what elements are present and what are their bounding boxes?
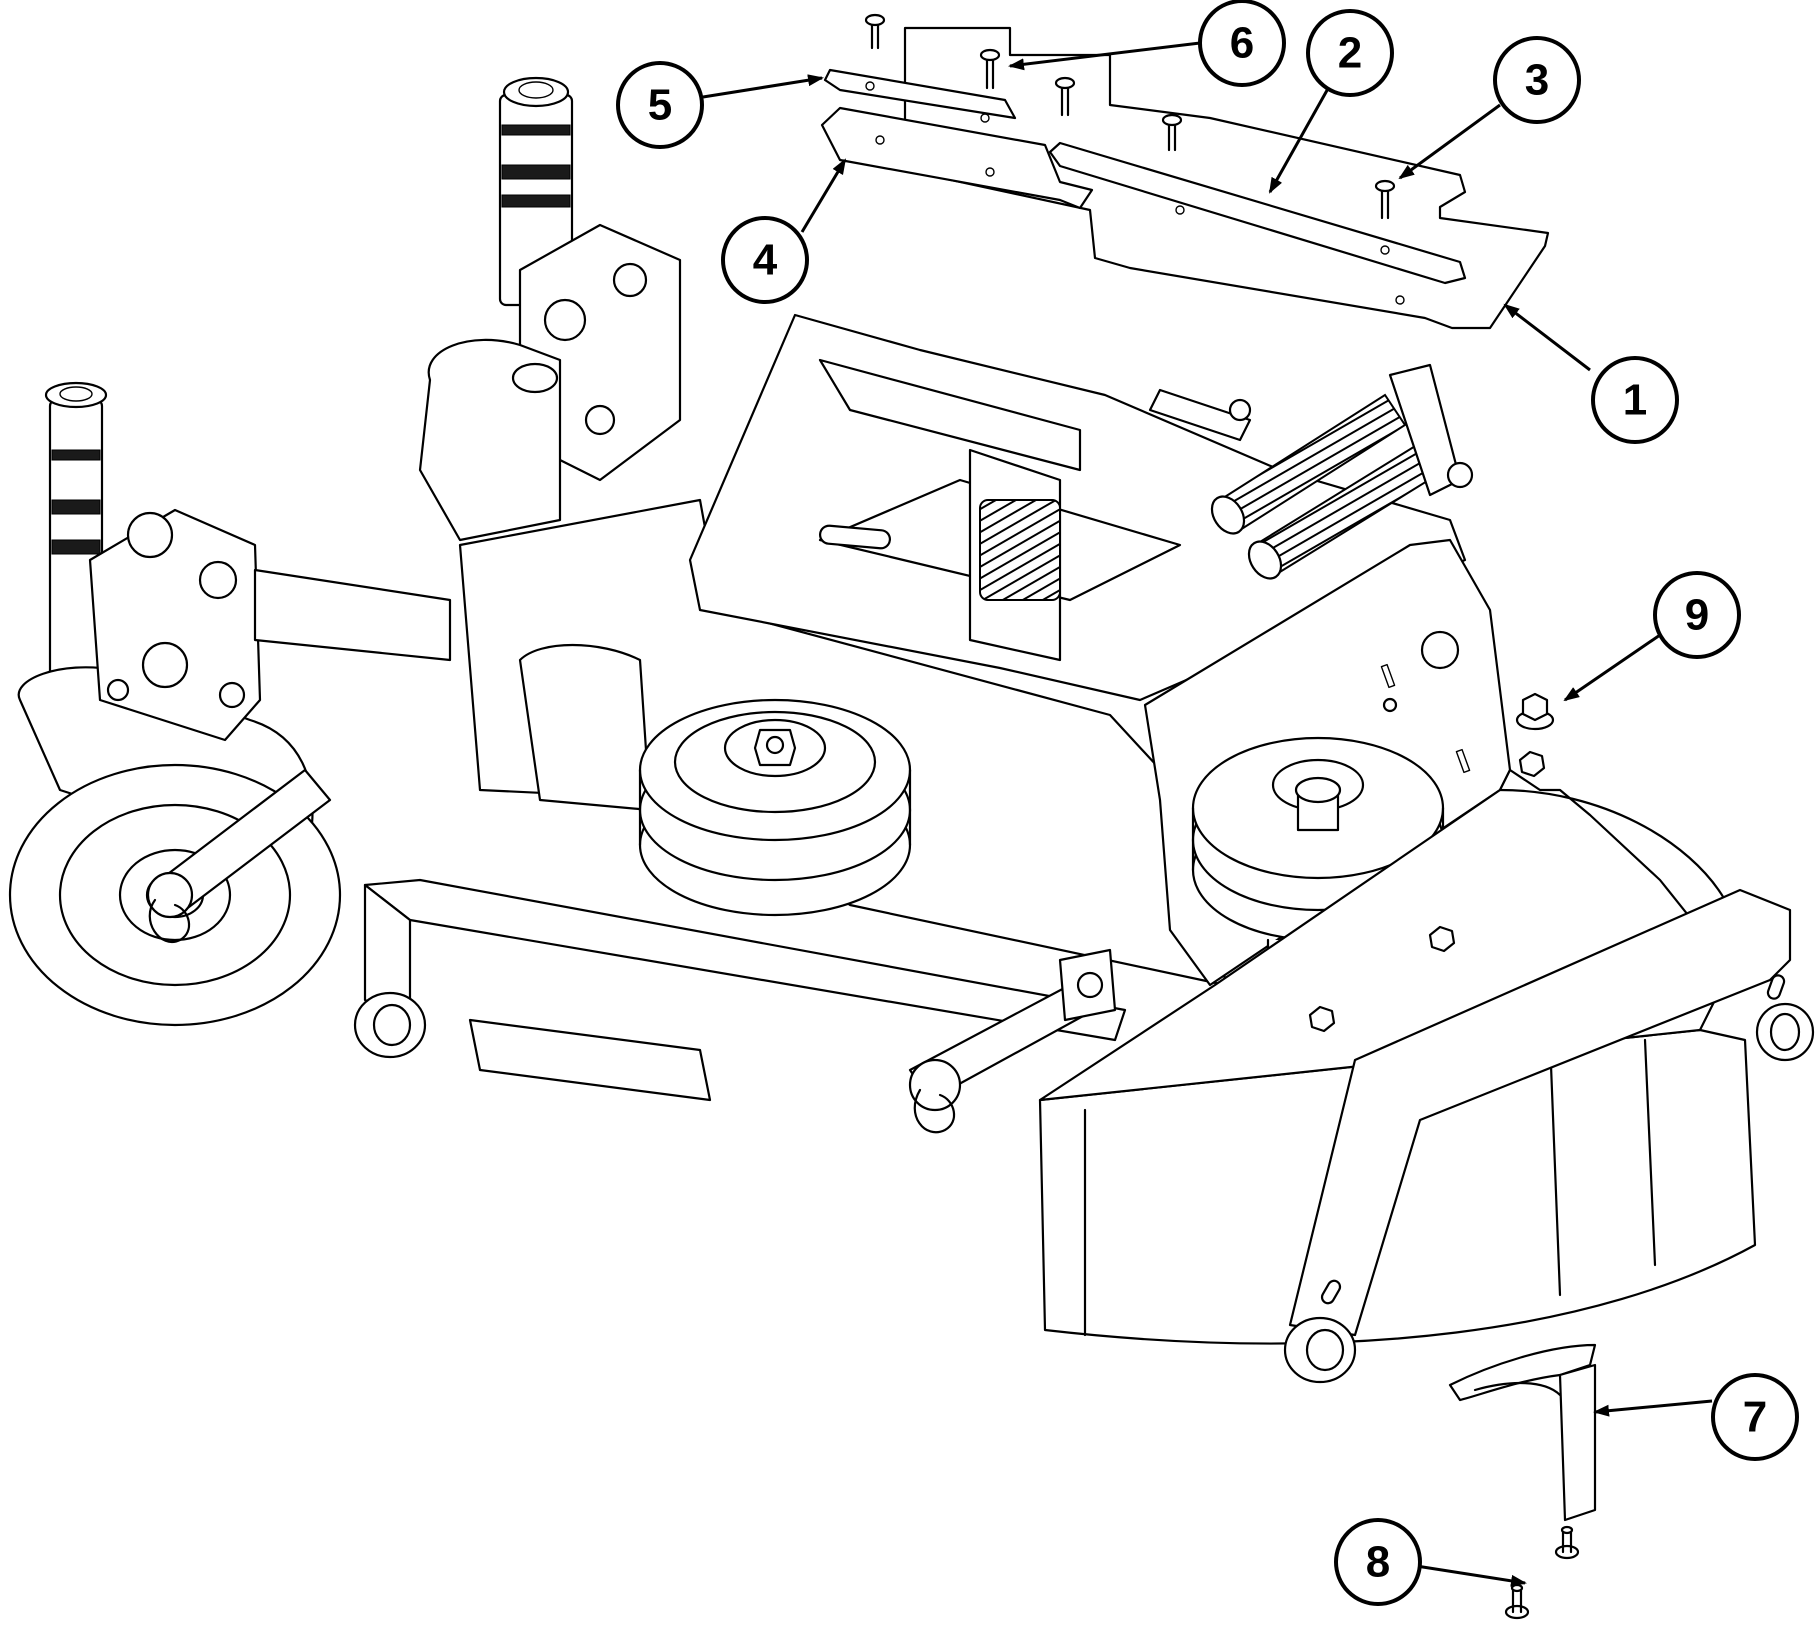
deck-shell: [1038, 750, 1815, 1384]
leader-8: [1409, 1563, 1527, 1587]
callout-4: 4: [721, 216, 809, 304]
callout-2: 2: [1306, 9, 1394, 97]
callout-3-label: 3: [1525, 56, 1549, 105]
nut: [1308, 1005, 1336, 1033]
callout-8-label: 8: [1366, 1538, 1390, 1587]
callout-leaders: [702, 41, 1713, 1587]
bolt: [1161, 113, 1183, 152]
bolt: [1504, 1583, 1530, 1620]
leader-4: [800, 158, 847, 233]
callout-8: 8: [1334, 1518, 1422, 1606]
callout-3: 3: [1493, 36, 1581, 124]
leader-1: [1503, 303, 1591, 372]
bolt: [1554, 1525, 1580, 1560]
leader-9: [1563, 633, 1661, 702]
leader-5: [702, 74, 824, 99]
tension-springs: [1148, 363, 1474, 580]
callout-9-label: 9: [1685, 591, 1709, 640]
bolt: [1374, 179, 1396, 220]
left-caster-assembly: [8, 381, 452, 1027]
leader-2: [1268, 84, 1332, 194]
flange-nut: [1515, 692, 1555, 731]
callout-1: 1: [1591, 356, 1679, 444]
frame-top-deck: [688, 313, 1467, 702]
callout-1-label: 1: [1623, 376, 1647, 425]
left-spindle-pulley: [638, 698, 912, 917]
compression-spring: [979, 499, 1061, 601]
front-rail: [353, 878, 1127, 1134]
leader-6: [1008, 41, 1201, 71]
deck-mount-bracket: [1288, 888, 1792, 1337]
bolt: [979, 48, 1001, 90]
callout-9: 9: [1653, 571, 1741, 659]
front-roller-left: [353, 991, 427, 1059]
callouts: 1 2 3 4 5 6 7 8: [616, 0, 1799, 1606]
callout-7-label: 7: [1743, 1393, 1767, 1442]
carriage-bolts: [1504, 1525, 1580, 1620]
slide-plate-lower: [820, 106, 1094, 210]
callout-2-label: 2: [1338, 29, 1362, 78]
callout-7: 7: [1711, 1373, 1799, 1461]
baffle-plate-assembly: [820, 13, 1550, 330]
right-caster-assembly: [418, 76, 682, 542]
bolt: [1054, 76, 1076, 117]
callout-5: 5: [616, 61, 704, 149]
callout-6: 6: [1198, 0, 1286, 87]
callout-5-label: 5: [648, 81, 672, 130]
deck-roller-right: [1283, 1316, 1357, 1384]
leader-7: [1593, 1399, 1713, 1417]
slide-plate-left: [823, 68, 1017, 120]
callout-6-label: 6: [1230, 19, 1254, 68]
deflector-bracket: [1448, 1343, 1597, 1522]
slide-plate-right: [1048, 141, 1467, 285]
leader-3: [1398, 103, 1501, 180]
bolt: [864, 13, 886, 50]
nut: [1428, 925, 1456, 953]
callout-4-label: 4: [753, 236, 778, 285]
nut: [1518, 750, 1546, 778]
